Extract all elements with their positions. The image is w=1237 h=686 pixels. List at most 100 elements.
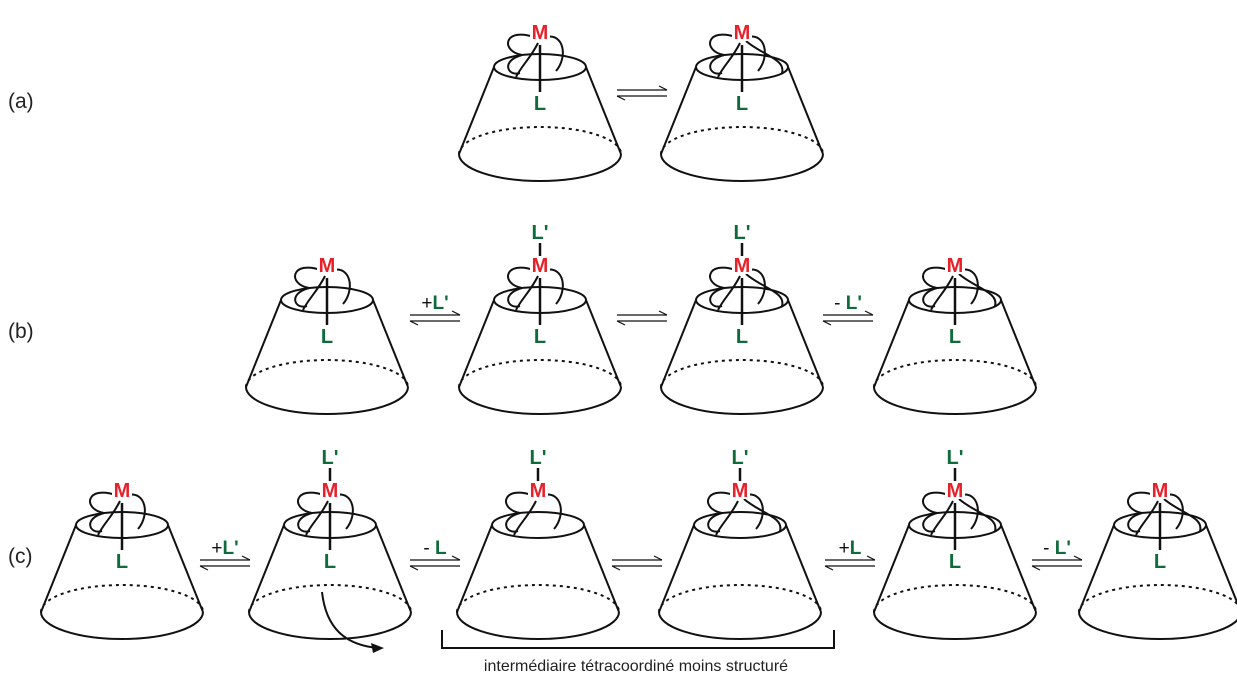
reverse-arrowhead [199,565,209,571]
cone-top-rim [491,511,585,539]
chelate-loop-left [294,266,322,289]
equilibrium-remove-Lprime-b: - L' [822,293,874,326]
chelate-arm-front [717,275,741,311]
step-sign: + [839,538,850,559]
cone-bottom-back [873,584,1037,613]
chelate-arm-right [1165,493,1184,530]
cone-top-rim [693,511,787,539]
cone-complex: LM [458,22,622,182]
ligand-exit-arrowhead [371,643,384,653]
reverse-arrowhead [1031,565,1041,571]
chelate-loop-left [707,491,735,514]
ligand-L-label: L [1154,551,1166,573]
cone-bottom-front [458,153,622,182]
step-label: - L' [1043,538,1071,559]
reverse-arrowhead [616,320,626,326]
ligand-L-label: L [534,93,546,115]
ligand-L-label: L [116,551,128,573]
cone-left-edge [873,299,910,388]
equilibrium-arrow-a [616,85,668,101]
chelate-arm-front [715,500,739,536]
forward-arrowhead [451,555,461,561]
chelate-loop-left [507,33,535,56]
metal-label-bg [528,481,548,499]
row-label-b: (b) [8,320,34,343]
metal-label-bg [1150,481,1170,499]
reverse-arrowhead [822,320,832,326]
step-sign: + [421,293,432,314]
cone-bottom-back [873,359,1037,388]
cone-bottom-back [458,126,622,155]
cone-bottom-front [1078,611,1237,640]
metal-label-bg [945,481,965,499]
ligand-L-label: L [736,93,748,115]
ligand-L-label: L [949,551,961,573]
chelate-loop-left [297,491,325,514]
cone-bottom-back [40,584,204,613]
metal-M-label: M [947,255,964,277]
cone-bottom-back [245,359,409,388]
ligand-exit-arrow [321,591,384,653]
cone-right-edge [1000,524,1037,613]
cone-bottom-back [456,584,620,613]
chelate-arm-right [545,268,564,305]
chelate-arm-right-outer [745,273,784,307]
row-label-a: (a) [8,90,34,113]
forward-arrowhead [866,555,876,561]
cone-complex: LL'M [248,447,412,640]
cone-complex: L'M [658,447,822,640]
cone-bottom-back [1078,584,1237,613]
step-ligand: L' [1055,538,1071,559]
cone-right-edge [583,524,620,613]
chelate-arm-right [960,268,979,305]
cone-complex: LM [660,22,824,182]
step-ligand: L [850,538,862,559]
metal-label-bg [732,256,752,274]
chelate-arm-right [745,493,764,530]
chelate-arm-right [747,268,766,305]
cone-bottom-front [40,611,204,640]
equilibrium-remove-Lprime-c: - L' [1031,538,1083,571]
ligand-Lprime-label: L' [734,222,751,244]
step-sign: - [834,293,846,314]
cone-complex: LM [245,255,409,415]
equilibrium-add-Lprime-c: +L' [199,538,251,571]
ligand-Lprime-label: L' [947,447,964,469]
ligand-Lprime-label: L' [530,447,547,469]
ligand-Lprime-label: L' [732,447,749,469]
chelate-arm-right [960,493,979,530]
step-ligand: L' [846,293,862,314]
chelate-arm-right [545,35,564,72]
chelate-arm-front [515,275,539,311]
chelate-loop-left [505,491,533,514]
chelate-arm-front [97,500,121,536]
cone-bottom-front [660,153,824,182]
metal-label-bg [317,256,337,274]
cone-bottom-front [245,386,409,415]
step-ligand: L [435,538,447,559]
intermediate-caption: intermédiaire tétracoordiné moins struct… [483,658,789,675]
cone-complex: LL'M [660,222,824,415]
chelate-arm-front [515,42,539,78]
chelate-loop-left [709,266,737,289]
cone-bottom-back [660,359,824,388]
forward-arrowhead [1073,555,1083,561]
cone-bottom-front [658,611,822,640]
chelate-arm-right-outer [958,498,997,532]
forward-arrowhead [241,555,251,561]
cone-left-edge [660,66,697,155]
cone-bottom-front [456,611,620,640]
metal-M-label: M [530,480,547,502]
forward-arrowhead [658,85,668,91]
cone-bottom-front [873,611,1037,640]
cone-bottom-back [660,126,824,155]
chelate-arm-front [513,500,537,536]
ligand-L-label: L [736,326,748,348]
forward-arrowhead [451,310,461,316]
cone-bottom-front [660,386,824,415]
cone-complex: LM [873,255,1037,415]
step-label: +L [839,538,862,559]
ligand-exit-path [321,591,379,649]
row-label-c: (c) [8,545,33,568]
equilibrium-arrow-b [616,310,668,326]
